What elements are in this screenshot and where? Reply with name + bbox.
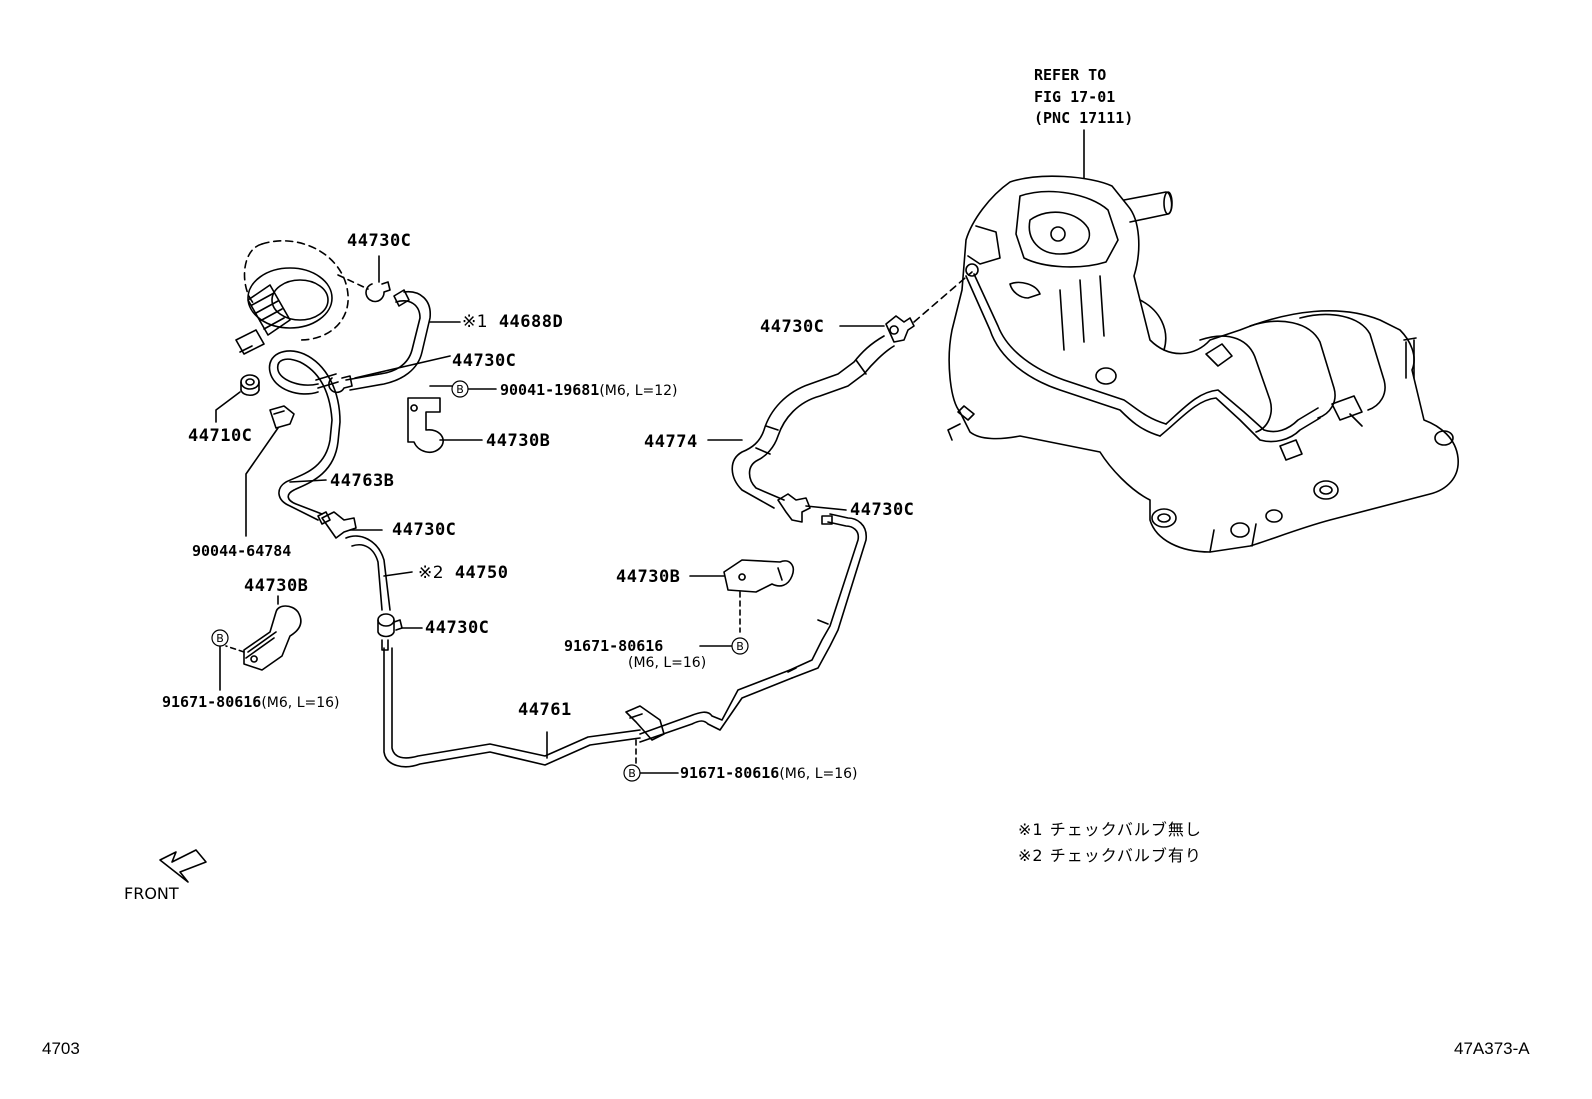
bracket-on-44761 bbox=[625, 705, 665, 767]
bracket-44730b-left bbox=[225, 595, 302, 671]
label-44750: ※2 44750 bbox=[418, 565, 509, 582]
bolt-marker-left bbox=[211, 629, 229, 647]
label-90044-64784: 90044-64784 bbox=[192, 542, 292, 560]
note-mark: ※1 bbox=[1018, 820, 1044, 839]
clamp-44730c-lower-right bbox=[777, 493, 847, 523]
grommet-44710c bbox=[215, 374, 260, 423]
label-44774: 44774 bbox=[644, 432, 698, 452]
note-mark: ※2 bbox=[1018, 846, 1044, 865]
note-text: チェックバルブ無し bbox=[1049, 820, 1202, 839]
label-91671-left: 91671-80616(M6, L=16) bbox=[162, 693, 340, 711]
refer-line-2: FIG 17-01 bbox=[1034, 88, 1116, 106]
note-2: ※2 チェックバルブ有り bbox=[1018, 848, 1202, 864]
label-91671-mid: 91671-80616 bbox=[564, 637, 664, 655]
part-number: 91671-80616 bbox=[162, 693, 262, 711]
part-spec: (M6, L=16) bbox=[261, 695, 340, 711]
label-44730c-third: 44730C bbox=[392, 520, 457, 540]
label-90041-19681: 90041-19681(M6, L=12) bbox=[500, 381, 678, 399]
note-text: チェックバルブ有り bbox=[1049, 846, 1202, 865]
intake-manifold bbox=[947, 129, 1459, 553]
refer-line-3: (PNC 17111) bbox=[1034, 109, 1134, 127]
figure-code: 47A373-A bbox=[1454, 1039, 1530, 1058]
refer-line-1: REFER TO bbox=[1034, 66, 1107, 84]
label-44710c: 44710C bbox=[188, 426, 253, 446]
hose-44688d bbox=[345, 289, 461, 391]
note-mark-2: ※2 bbox=[418, 563, 445, 583]
label-44730c-fourth: 44730C bbox=[425, 618, 490, 638]
bolt-letter: B bbox=[628, 767, 636, 780]
part-number: 44750 bbox=[454, 563, 509, 583]
hose-44774 bbox=[707, 335, 895, 509]
part-90044-64784 bbox=[245, 405, 295, 537]
bolt-marker-mid bbox=[731, 637, 749, 655]
label-91671-mid-spec: (M6, L=16) bbox=[628, 655, 707, 671]
bracket-44730b-upper bbox=[407, 385, 483, 454]
clamp-44730c-third bbox=[321, 511, 383, 539]
bolt-letter: B bbox=[456, 383, 464, 396]
label-44688d: ※1 44688D bbox=[462, 314, 563, 331]
front-label: FRONT bbox=[124, 884, 179, 903]
page-code: 4703 bbox=[42, 1039, 80, 1058]
part-spec: (M6, L=16) bbox=[779, 766, 858, 782]
pipe-44761 bbox=[383, 513, 867, 768]
label-44730c-second: 44730C bbox=[452, 351, 517, 371]
note-1: ※1 チェックバルブ無し bbox=[1018, 822, 1202, 838]
label-44730c-top: 44730C bbox=[347, 231, 412, 251]
part-number: 91671-80616 bbox=[680, 764, 780, 782]
hose-44750 bbox=[345, 535, 413, 611]
part-number: 90041-19681 bbox=[500, 381, 600, 399]
brake-booster bbox=[235, 240, 369, 355]
label-44730b-left: 44730B bbox=[244, 576, 309, 596]
label-44763b: 44763B bbox=[330, 471, 395, 491]
bolt-letter: B bbox=[736, 640, 744, 653]
note-mark-1: ※1 bbox=[462, 312, 489, 332]
clamp-44730c-fourth bbox=[377, 613, 423, 651]
front-arrow bbox=[159, 849, 207, 883]
label-44761: 44761 bbox=[518, 700, 572, 720]
part-number: 44688D bbox=[498, 312, 564, 332]
label-44730c-upper-right: 44730C bbox=[760, 317, 825, 337]
label-44730c-lower-right: 44730C bbox=[850, 500, 915, 520]
bolt-marker-bottom bbox=[623, 764, 641, 782]
bolt-letter: B bbox=[216, 632, 224, 645]
label-44730b-upper: 44730B bbox=[486, 431, 551, 451]
clamp-44730c-top bbox=[365, 255, 391, 303]
pipe-44763b bbox=[268, 350, 341, 525]
label-44730b-mid: 44730B bbox=[616, 567, 681, 587]
label-91671-bottom: 91671-80616(M6, L=16) bbox=[680, 764, 858, 782]
part-spec: (M6, L=12) bbox=[599, 383, 678, 399]
bolt-marker-90041 bbox=[451, 380, 469, 398]
bracket-44730b-mid bbox=[689, 559, 795, 633]
